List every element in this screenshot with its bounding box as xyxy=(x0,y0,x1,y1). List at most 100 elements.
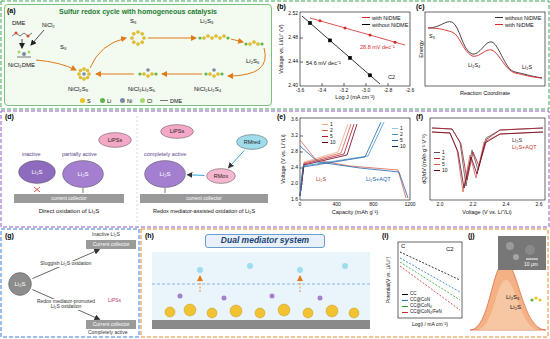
legend-item: 5 xyxy=(434,162,445,168)
panel-band xyxy=(1,111,549,227)
cell-illustration xyxy=(255,308,265,318)
legend-item: CC@CoN₄/FeN xyxy=(402,310,442,316)
dqdv-plot xyxy=(432,132,543,188)
legend-swatch xyxy=(80,98,85,103)
catalysis-cycle xyxy=(132,32,135,35)
figure-label: NiCl₂ xyxy=(42,22,55,28)
panel-letter: (e) xyxy=(277,113,286,121)
figure-label: 1.6 xyxy=(291,197,298,203)
figure-label: -3.0 xyxy=(362,88,371,94)
figure-label: -3.2 xyxy=(340,88,349,94)
legend-swatch xyxy=(434,170,440,171)
legend-item: 1 xyxy=(322,122,333,128)
panel-letter: (d) xyxy=(5,113,14,121)
legend-item: with NiDME xyxy=(495,21,534,28)
node-text: Li₂S xyxy=(77,171,88,178)
legend-text: 10 xyxy=(442,167,448,173)
figure-label: Capacity (mAh g⁻¹) xyxy=(332,209,378,215)
catalysis-cycle xyxy=(162,74,202,75)
node-text: Sulfur redox cycle with homogeneous cata… xyxy=(59,8,217,16)
panel-letter: (h) xyxy=(145,232,154,240)
cell-illustration xyxy=(300,276,301,292)
legend-text: DME xyxy=(170,98,182,104)
legend-text: CC xyxy=(410,291,417,296)
figure-label: Inactive Li₂S xyxy=(92,232,120,238)
legend-item: S xyxy=(80,97,91,104)
catalysis-cycle xyxy=(22,52,26,56)
node-text: Li₂S xyxy=(14,281,25,288)
catalysis-cycle xyxy=(150,72,153,75)
figure-label: Li₂S₈ xyxy=(200,18,214,25)
figure-label: -3.6 xyxy=(296,88,305,94)
legend-swatch xyxy=(402,300,408,301)
voltage-profile xyxy=(300,122,384,196)
node-text: LiPSs xyxy=(170,128,184,134)
cell-illustration xyxy=(222,296,227,301)
cell-illustration xyxy=(152,284,370,285)
dqdv-plot xyxy=(430,118,545,200)
polarization-plot xyxy=(398,242,462,318)
figure-label: Energy xyxy=(418,40,424,57)
voltage-profile xyxy=(300,168,303,169)
figure-label: Potential(V vs. Li/Li⁺) xyxy=(386,257,392,303)
cell-illustration xyxy=(303,308,313,318)
legend-swatch xyxy=(402,312,408,313)
li2s-particle: Li₂S xyxy=(62,160,104,188)
cell-illustration xyxy=(197,267,203,273)
cell-illustration xyxy=(342,263,348,269)
catalysis-cycle xyxy=(216,72,219,75)
legend-item: CC xyxy=(402,292,417,298)
legend-text: 1 xyxy=(442,149,445,155)
figure-label: S₈ xyxy=(60,44,67,51)
figure-label: Voltage (V vs. Li⁺/Li) xyxy=(280,134,286,183)
panel-band xyxy=(1,229,139,337)
cell-illustration xyxy=(207,308,217,318)
cell-illustration xyxy=(270,294,275,299)
catalysis-cycle xyxy=(208,72,211,75)
figure-label: 2.8 xyxy=(291,149,298,155)
current-collector: Current collector xyxy=(86,320,136,329)
tafel-plot xyxy=(300,12,410,86)
figure-label: -2.8 xyxy=(384,88,393,94)
dqdv-plot xyxy=(430,118,545,200)
panel-letter: (f) xyxy=(416,113,423,121)
figure-label: Li₂S₆ xyxy=(246,58,259,65)
cell-illustration xyxy=(178,294,183,299)
catalysis-cycle xyxy=(17,57,31,58)
system-title: Dual mediator system xyxy=(205,234,325,248)
catalysis-cycle xyxy=(154,72,157,75)
legend-item: Ni xyxy=(120,97,132,104)
figure-label: 2.48 xyxy=(288,35,298,41)
figure-label: NiCl₂Li₂S₄ xyxy=(194,86,221,93)
catalysis-cycle xyxy=(141,41,144,44)
lipss-bubble-shape xyxy=(99,133,132,148)
catalysis-cycle xyxy=(22,39,23,48)
energy-profile xyxy=(428,28,542,78)
figure-label: DME xyxy=(12,20,25,27)
catalysis-cycle xyxy=(18,51,21,54)
polarization-plot xyxy=(400,266,460,310)
legend-item: 2 xyxy=(322,128,333,134)
catalysis-cycle xyxy=(4,4,272,106)
catalysis-cycle xyxy=(198,36,201,39)
figure-label: Li₂S xyxy=(522,64,532,70)
catalysis-cycle xyxy=(36,60,76,70)
tafel-plot xyxy=(300,38,303,39)
legend-text: Cl xyxy=(147,98,152,104)
voltage-profile xyxy=(300,124,354,196)
legend-item: 2 xyxy=(434,156,445,162)
catalysis-cycle xyxy=(146,74,149,77)
tafel-plot xyxy=(300,12,410,86)
figure-label: C2 xyxy=(446,246,454,253)
catalysis-cycle xyxy=(86,69,89,72)
catalysis-cycle xyxy=(248,42,251,45)
cell-illustration xyxy=(318,296,323,301)
peak-illustration xyxy=(470,262,546,330)
energy-profile xyxy=(425,12,545,86)
voltage-profile xyxy=(300,124,348,196)
legend-swatch xyxy=(392,128,398,129)
peak-illustration xyxy=(530,298,533,301)
node-text: Current collector xyxy=(93,322,130,328)
legend-swatch xyxy=(392,134,398,135)
